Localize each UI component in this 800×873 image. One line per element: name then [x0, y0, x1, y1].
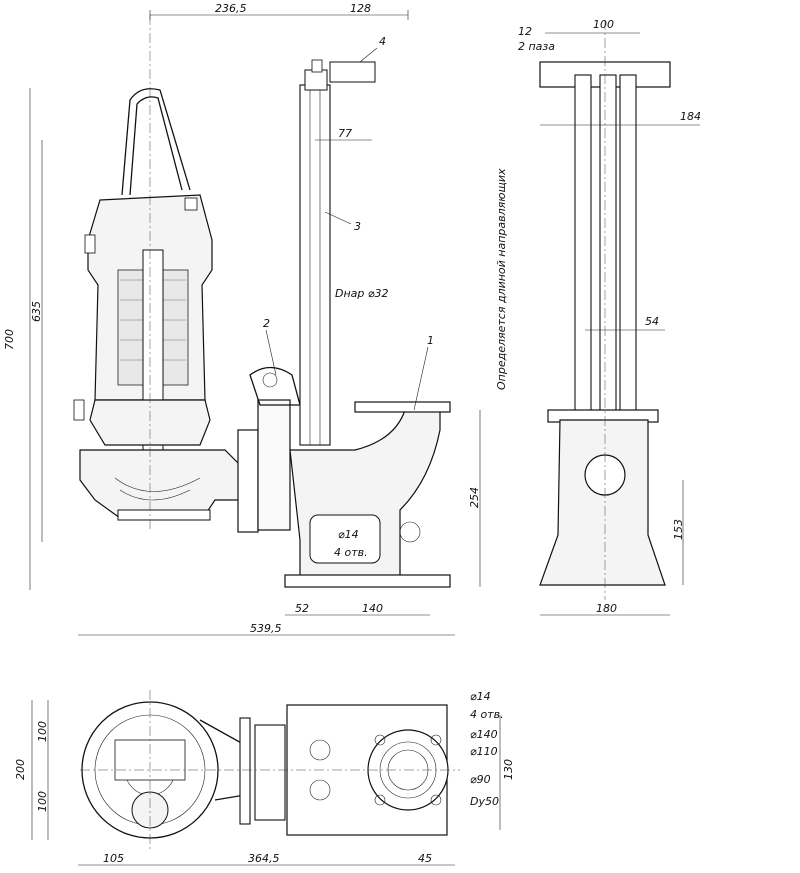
dim-holes-4: 4 отв. [470, 708, 504, 721]
dim-plan-100-top: 100 [36, 721, 49, 742]
pump-section-view [73, 15, 251, 530]
base-elbow [284, 401, 451, 588]
dim-plan-100-bottom: 100 [36, 791, 49, 812]
callout-3: 3 [354, 220, 361, 233]
dim-length-total: 539,5 [250, 622, 282, 635]
dim-top-right: 128 [350, 2, 371, 15]
dim-height-pump: 635 [30, 301, 43, 322]
dim-side-slots: 2 паза [518, 40, 555, 53]
dim-holes-d14: ⌀14 [470, 690, 491, 703]
dimension-lines [29, 10, 700, 866]
callout-1: 1 [427, 334, 434, 347]
note-guide-length: Определяется длиной направляющих [495, 168, 508, 390]
dim-dy50: Dy50 [470, 795, 499, 808]
dim-d110: ⌀110 [470, 745, 498, 758]
side-view [539, 20, 671, 600]
dim-height-total: 700 [3, 329, 16, 350]
dim-plan-45: 45 [418, 852, 432, 865]
dim-top-left: 236,5 [215, 2, 247, 15]
dim-side-54: 54 [645, 315, 659, 328]
dim-rail-offset: 77 [338, 127, 352, 140]
callout-3-leader [324, 211, 352, 225]
discharge-coupling [237, 59, 376, 533]
dim-plan-105: 105 [103, 852, 124, 865]
dim-side-100: 100 [593, 18, 614, 31]
dim-height-base: 254 [468, 487, 481, 508]
callout-2: 2 [263, 317, 270, 330]
callout-2-leader [265, 329, 277, 376]
callout-1-leader [413, 346, 429, 411]
dim-plan-130: 130 [502, 759, 515, 780]
dim-pipe-outer: Dнар ⌀32 [335, 287, 389, 300]
dim-base-4holes: 4 отв. [334, 546, 368, 559]
dim-base-140: 140 [362, 602, 383, 615]
dim-d140: ⌀140 [470, 728, 498, 741]
dim-side-184: 184 [680, 110, 701, 123]
callout-4-leader [359, 47, 378, 63]
dim-side-153: 153 [672, 519, 685, 540]
dim-plan-200: 200 [14, 759, 27, 780]
dim-base-d14: ⌀14 [338, 528, 359, 541]
dim-base-52: 52 [295, 602, 309, 615]
dim-side-12: 12 [518, 25, 532, 38]
dim-d90: ⌀90 [470, 773, 491, 786]
plan-view [80, 690, 460, 850]
dim-side-180: 180 [596, 602, 617, 615]
dim-plan-364: 364,5 [248, 852, 280, 865]
callout-4: 4 [379, 35, 386, 48]
